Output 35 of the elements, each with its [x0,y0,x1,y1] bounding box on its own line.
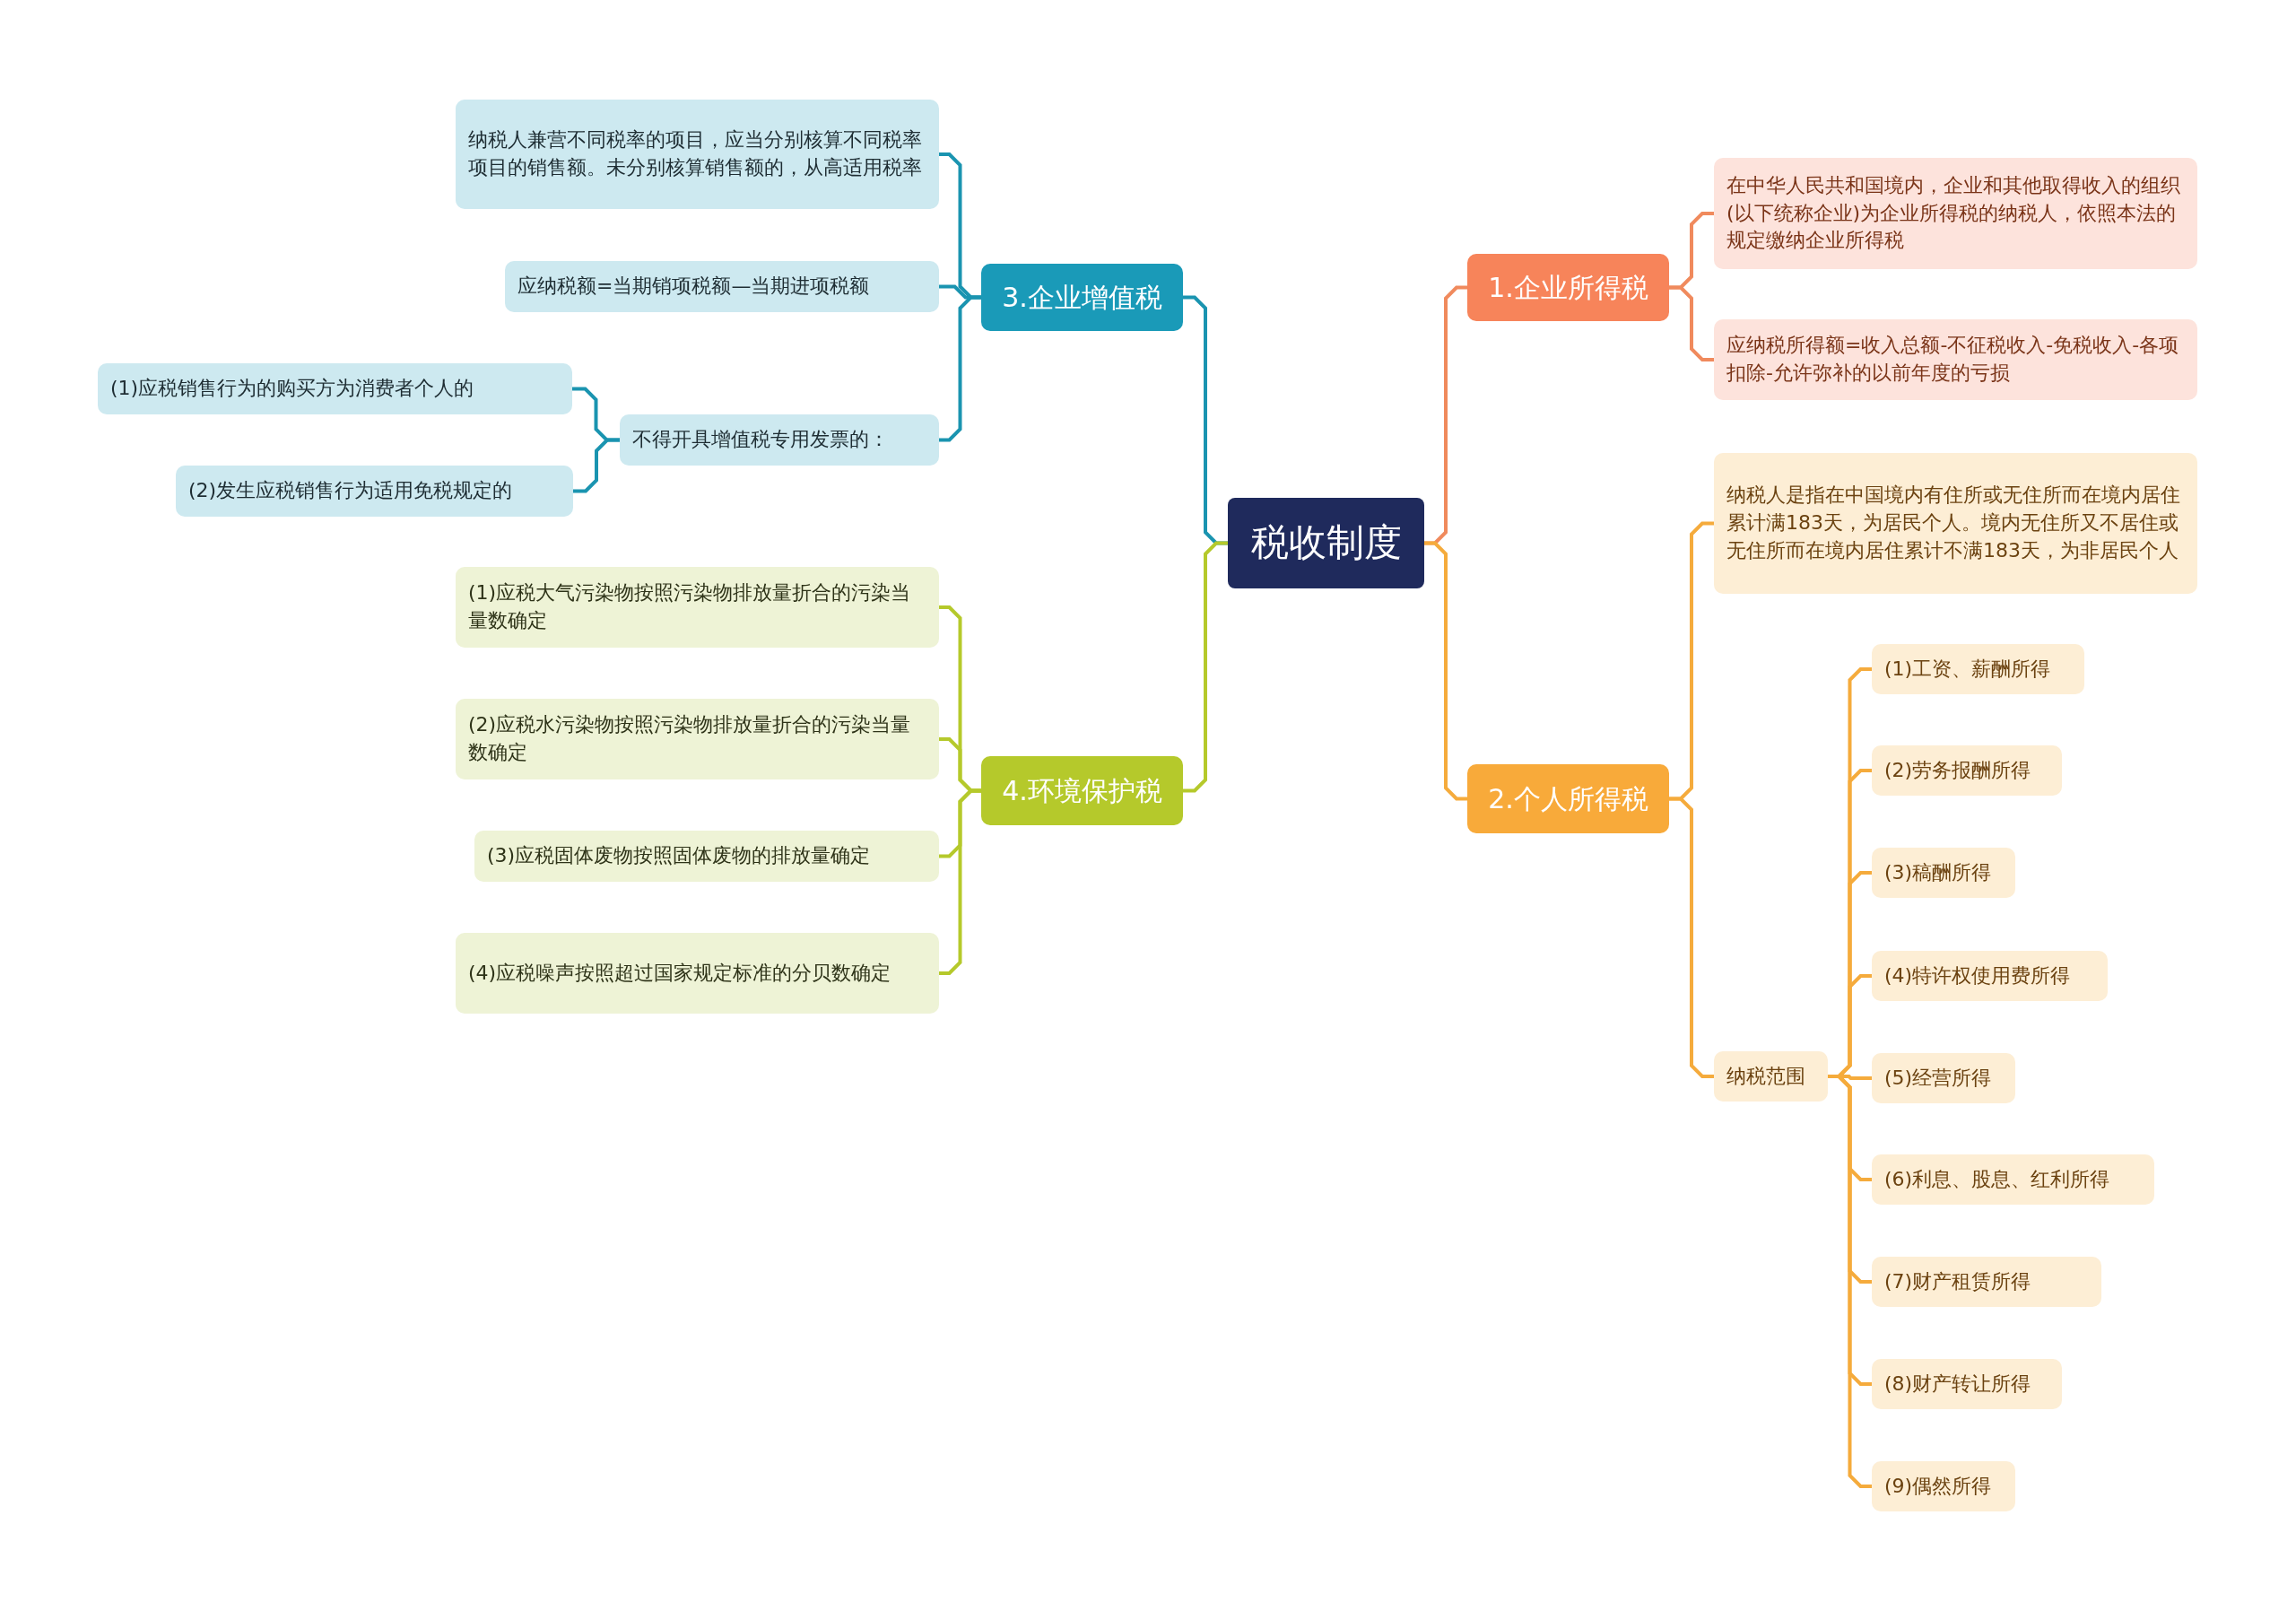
subtopic-card: (4)应税噪声按照超过国家规定标准的分贝数确定 [456,933,939,1014]
subtopic-card: (2)劳务报酬所得 [1872,745,2062,796]
subtopic-card: (1)应税大气污染物按照污染物排放量折合的污染当量数确定 [456,567,939,648]
connector-line [1183,541,1228,793]
connector-line [1669,797,1714,1078]
connector-line [939,295,981,442]
subtopic-card: (9)偶然所得 [1872,1461,2015,1511]
connector-line [1828,1075,1872,1488]
subtopic-card: (7)财产租赁所得 [1872,1257,2101,1307]
subtopic-card: 纳税人是指在中国境内有住所或无住所而在境内居住累计满183天，为居民个人。境内无住所又不居住或无住所而在境内居住累计不满183天，为非居民个人 [1714,453,2197,594]
subtopic-card: 不得开具增值税专用发票的： [620,414,939,466]
central-topic: 税收制度 [1228,498,1424,588]
subtopic-card: (6)利息、股息、红利所得 [1872,1154,2154,1205]
subtopic-card: (2)应税水污染物按照污染物排放量折合的污染当量数确定 [456,699,939,779]
connector-line [939,788,981,975]
subtopic-card: (8)财产转让所得 [1872,1359,2062,1409]
connector-line [1424,541,1467,801]
branch-topic: 1.企业所得税 [1467,254,1669,321]
subtopic-card: (1)应税销售行为的购买方为消费者个人的 [98,363,572,414]
subtopic-card: (3)应税固体废物按照固体废物的排放量确定 [474,831,939,882]
branch-topic: 4.环境保护税 [981,756,1183,825]
subtopic-card: (5)经营所得 [1872,1053,2015,1103]
connector-line [1669,285,1714,361]
subtopic-card: (2)发生应税销售行为适用免税规定的 [176,466,573,517]
subtopic-card: 应纳税额=当期销项税额—当期进项税额 [505,261,939,312]
subtopic-card: (1)工资、薪酬所得 [1872,644,2084,694]
connector-line [573,438,620,493]
branch-topic: 3.企业增值税 [981,264,1183,331]
branch-topic: 2.个人所得税 [1467,764,1669,833]
subtopic-card: 纳税人兼营不同税率的项目，应当分别核算不同税率项目的销售额。未分别核算销售额的，从高适用税率 [456,100,939,209]
subtopic-card: 在中华人民共和国境内，企业和其他取得收入的组织(以下统称企业)为企业所得税的纳税人，依照本法的规定缴纳企业所得税 [1714,158,2197,269]
subtopic-card: 纳税范围 [1714,1051,1828,1102]
subtopic-card: 应纳税所得额=收入总额-不征税收入-免税收入-各项扣除-允许弥补的以前年度的亏损 [1714,319,2197,400]
subtopic-card: (3)稿酬所得 [1872,848,2015,898]
subtopic-card: (4)特许权使用费所得 [1872,951,2108,1001]
